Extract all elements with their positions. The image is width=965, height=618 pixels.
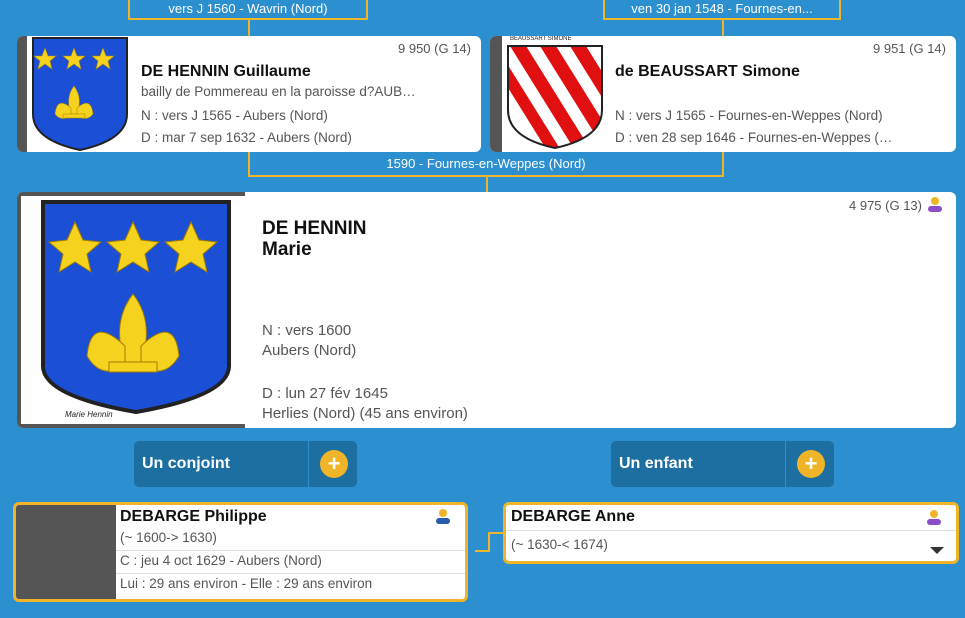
main-sosa: 4 975 (G 13) <box>849 198 922 213</box>
add-spouse-button[interactable]: Un conjoint + <box>134 441 357 487</box>
father-parents-marriage-label: vers J 1560 - Wavrin (Nord) <box>128 0 368 20</box>
main-given-name[interactable]: Marie <box>262 239 312 260</box>
connector-line <box>475 550 490 552</box>
child-card[interactable]: DEBARGE Anne (~ 1630-< 1674) <box>503 502 959 564</box>
father-death: D : mar 7 sep 1632 - Aubers (Nord) <box>141 130 352 145</box>
connector-line <box>248 20 250 36</box>
mother-name[interactable]: de BEAUSSART Simone <box>615 63 800 80</box>
father-coat-of-arms <box>27 36 133 152</box>
main-death-place: Herlies (Nord) (45 ans environ) <box>262 405 468 422</box>
main-person-card[interactable]: Marie Hennin 4 975 (G 13) DE HENNIN Mari… <box>17 192 956 428</box>
father-occupation: bailly de Pommereau en la paroisse d?AUB… <box>141 84 416 99</box>
spouse-name[interactable]: DEBARGE Philippe <box>120 508 267 525</box>
spouse-dates: (~ 1600-> 1630) <box>120 530 217 545</box>
spouse-ages: Lui : 29 ans environ - Elle : 29 ans env… <box>120 576 373 591</box>
mother-coat-of-arms: BEAUSSART SIMONE <box>502 36 608 152</box>
mother-parents-marriage-label: ven 30 jan 1548 - Fournes-en... <box>603 0 841 20</box>
person-icon <box>926 509 942 525</box>
plus-icon[interactable]: + <box>320 450 348 478</box>
father-name[interactable]: DE HENNIN Guillaume <box>141 63 311 80</box>
connector-line <box>486 177 488 192</box>
father-card[interactable]: 9 950 (G 14) DE HENNIN Guillaume bailly … <box>17 36 481 152</box>
divider <box>116 573 465 574</box>
main-coat-of-arms: Marie Hennin <box>21 196 245 424</box>
mother-sosa: 9 951 (G 14) <box>873 41 946 56</box>
mother-card[interactable]: BEAUSSART SIMONE 9 951 (G 14) de BEAUSSA… <box>490 36 956 152</box>
child-dates: (~ 1630-< 1674) <box>511 537 608 552</box>
person-icon <box>927 196 943 212</box>
spouse-card[interactable]: DEBARGE Philippe (~ 1600-> 1630) C : jeu… <box>13 502 468 602</box>
mother-crest-text: BEAUSSART SIMONE <box>510 36 572 42</box>
mother-death: D : ven 28 sep 1646 - Fournes-en-Weppes … <box>615 130 893 145</box>
person-icon <box>435 508 451 524</box>
main-surname[interactable]: DE HENNIN <box>262 218 367 239</box>
connector-line <box>722 20 724 36</box>
chevron-down-icon[interactable] <box>930 547 944 554</box>
father-birth: N : vers J 1565 - Aubers (Nord) <box>141 108 328 123</box>
connector-line <box>488 532 490 552</box>
add-spouse-label: Un conjoint <box>142 455 230 472</box>
divider <box>506 530 956 531</box>
father-sosa: 9 950 (G 14) <box>398 41 471 56</box>
divider <box>116 550 465 551</box>
child-name[interactable]: DEBARGE Anne <box>511 508 635 525</box>
add-child-button[interactable]: Un enfant + <box>611 441 834 487</box>
main-birth-place: Aubers (Nord) <box>262 342 357 359</box>
add-child-label: Un enfant <box>619 455 693 472</box>
parents-marriage-label: 1590 - Fournes-en-Weppes (Nord) <box>248 155 724 177</box>
button-divider <box>308 441 309 487</box>
mother-birth: N : vers J 1565 - Fournes-en-Weppes (Nor… <box>615 108 883 123</box>
main-crest-caption: Marie Hennin <box>65 410 113 419</box>
main-birth-date: N : vers 1600 <box>262 322 352 339</box>
button-divider <box>785 441 786 487</box>
spouse-marriage: C : jeu 4 oct 1629 - Aubers (Nord) <box>120 553 322 568</box>
main-death-date: D : lun 27 fév 1645 <box>262 385 388 402</box>
plus-icon[interactable]: + <box>797 450 825 478</box>
connector-line <box>488 532 504 534</box>
card-image-frame <box>16 505 116 599</box>
